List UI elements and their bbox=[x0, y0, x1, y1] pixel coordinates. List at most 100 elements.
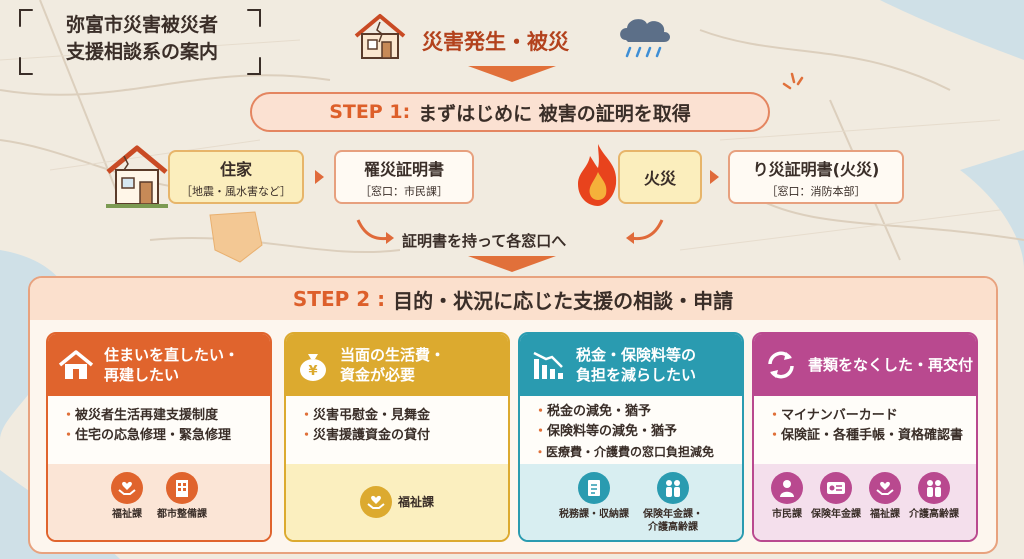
card-header: 税金・保険料等の 負担を減らしたい bbox=[520, 334, 742, 396]
category-card-tax-relief: 税金・保険料等の 負担を減らしたい 税金の減免・猶予 保険料等の減免・猶予 医療… bbox=[518, 332, 744, 542]
dept-label: 税務課・収納課 bbox=[559, 509, 629, 520]
support-list: 被災者生活再建支援制度 住宅の応急修理・緊急修理 bbox=[48, 396, 270, 446]
department-footer: 福祉課 都市整備課 bbox=[48, 464, 270, 540]
card-title-line2: 資金が必要 bbox=[340, 366, 416, 384]
fire-icon bbox=[578, 144, 617, 206]
dept-label: 保険年金課 bbox=[811, 509, 861, 520]
fire-label: 火災 bbox=[643, 169, 676, 188]
header-title: 災害発生・被災 bbox=[422, 30, 569, 54]
house-icon bbox=[106, 145, 168, 208]
step2-label: STEP 2 : bbox=[292, 287, 386, 311]
list-item: 被災者生活再建支援制度 bbox=[62, 406, 258, 426]
down-chevron-2 bbox=[468, 256, 556, 272]
step2-title-bar: STEP 2 : 目的・状況に応じた支援の相談・申請 bbox=[30, 278, 996, 320]
house-icon bbox=[58, 350, 94, 379]
dept-insurance-elderly: 保険年金課・ 介護高齢課 bbox=[643, 472, 703, 534]
dept-urban: 都市整備課 bbox=[157, 472, 207, 521]
card-title: 書類をなくした・再交付 bbox=[808, 355, 973, 375]
card-title-line2: 負担を減らしたい bbox=[576, 366, 697, 384]
rain-cloud-icon bbox=[620, 19, 670, 58]
dept-tax: 税務課・収納課 bbox=[559, 472, 629, 521]
fire-box: 火災 bbox=[618, 150, 702, 204]
carry-certificate-text: 証明書を持って各窓口へ bbox=[402, 232, 567, 250]
arrow-right-1 bbox=[315, 170, 324, 184]
department-footer: 税務課・収納課 保険年金課・ 介護高齢課 bbox=[520, 464, 742, 540]
list-item: 税金の減免・猶予 bbox=[534, 402, 730, 422]
card-header: ¥ 当面の生活費・ 資金が必要 bbox=[286, 334, 508, 396]
arrow-right-2 bbox=[710, 170, 719, 184]
card-title: 税金・保険料等の 負担を減らしたい bbox=[576, 345, 696, 385]
title-line1: 弥富市災害被災者 bbox=[65, 14, 218, 36]
list-item: 保険証・各種手帳・資格確認書 bbox=[768, 426, 964, 446]
sparkle-icon bbox=[782, 72, 804, 90]
house-label: 住家 bbox=[219, 159, 252, 179]
department-footer: 福祉課 bbox=[286, 464, 508, 540]
list-item: マイナンバーカード bbox=[768, 406, 964, 426]
house-cert-box: 罹災証明書 ［窓口：市民課］ bbox=[334, 150, 474, 204]
support-list: 災害弔慰金・見舞金 災害援護資金の貸付 bbox=[286, 396, 508, 446]
dept-label: 市民課 bbox=[772, 509, 802, 520]
dept-label: 福祉課 bbox=[112, 509, 142, 520]
card-title-line2: 再建したい bbox=[104, 366, 180, 384]
refresh-icon bbox=[768, 351, 794, 379]
step2-text: 目的・状況に応じた支援の相談・申請 bbox=[393, 288, 734, 313]
hands-heart-icon bbox=[111, 472, 143, 504]
card-title: 住まいを直したい・ 再建したい bbox=[104, 345, 239, 385]
title-line2: 支援相談系の案内 bbox=[65, 41, 218, 63]
fire-cert-label: り災証明書(火災) bbox=[752, 159, 880, 179]
fire-cert-sub: ［窓口：消防本部］ bbox=[766, 184, 866, 198]
department-footer: 市民課 保険年金課 福祉課 介護高齢課 bbox=[754, 464, 976, 540]
document-title: 弥富市災害被災者 支援相談系の案内 bbox=[22, 8, 262, 70]
dept-welfare: 福祉課 bbox=[869, 472, 901, 521]
dept-label: 福祉課 bbox=[397, 494, 434, 509]
card-title-line1: 税金・保険料等の bbox=[576, 346, 697, 364]
title-brush-frame bbox=[19, 9, 261, 75]
hands-heart-icon bbox=[869, 472, 901, 504]
house-damage-box: 住家 ［地震・風水害など］ bbox=[168, 150, 304, 204]
step1-label: STEP 1: bbox=[329, 101, 411, 123]
list-item: 災害援護資金の貸付 bbox=[300, 426, 496, 446]
list-item: 保険料等の減免・猶予 bbox=[534, 422, 730, 442]
dept-label: 都市整備課 bbox=[157, 509, 207, 520]
down-chevron-1 bbox=[468, 66, 556, 82]
house-sub: ［地震・風水害など］ bbox=[181, 184, 291, 198]
money-bag-icon: ¥ bbox=[300, 354, 326, 381]
step1-text: まずはじめに 被害の証明を取得 bbox=[418, 102, 691, 125]
dept-citizen: 市民課 bbox=[771, 472, 803, 521]
dept-welfare: 福祉課 bbox=[111, 472, 143, 521]
dept-label: 福祉課 bbox=[870, 509, 900, 520]
house-cert-label: 罹災証明書 bbox=[363, 159, 444, 179]
list-item: 医療費・介護費の窓口負担減免 bbox=[534, 442, 730, 462]
damaged-house-icon bbox=[354, 14, 406, 59]
dept-welfare: 福祉課 bbox=[359, 486, 434, 518]
category-card-living-funds: ¥ 当面の生活費・ 資金が必要 災害弔慰金・見舞金 災害援護資金の貸付 福祉課 bbox=[284, 332, 510, 542]
support-list: マイナンバーカード 保険証・各種手帳・資格確認書 bbox=[754, 396, 976, 446]
card-header: 書類をなくした・再交付 bbox=[754, 334, 976, 396]
step1-bar: STEP 1: まずはじめに 被害の証明を取得 bbox=[250, 92, 770, 132]
highlighted-area bbox=[209, 211, 263, 263]
list-item: 災害弔慰金・見舞金 bbox=[300, 406, 496, 426]
svg-text:¥: ¥ bbox=[308, 364, 317, 379]
dept-label: 保険年金課・ 介護高齢課 bbox=[643, 509, 703, 533]
tax-document-icon bbox=[578, 472, 610, 504]
card-title: 当面の生活費・ 資金が必要 bbox=[340, 345, 445, 385]
people-icon bbox=[918, 472, 950, 504]
id-card-icon bbox=[820, 472, 852, 504]
dept-elderly: 介護高齢課 bbox=[909, 472, 959, 521]
house-cert-sub: ［窓口：市民課］ bbox=[360, 184, 448, 198]
category-card-reissue: 書類をなくした・再交付 マイナンバーカード 保険証・各種手帳・資格確認書 市民課… bbox=[752, 332, 978, 542]
card-title-line1: 書類をなくした・再交付 bbox=[808, 356, 974, 374]
hands-heart-icon bbox=[359, 486, 392, 518]
fire-cert-box: り災証明書(火災) ［窓口：消防本部］ bbox=[728, 150, 904, 204]
card-header: 住まいを直したい・ 再建したい bbox=[48, 334, 270, 396]
person-icon bbox=[771, 472, 803, 504]
dept-insurance: 保険年金課 bbox=[811, 472, 861, 521]
list-item: 住宅の応急修理・緊急修理 bbox=[62, 426, 258, 446]
support-list: 税金の減免・猶予 保険料等の減免・猶予 医療費・介護費の窓口負担減免 bbox=[520, 396, 742, 462]
card-title-line1: 当面の生活費・ bbox=[340, 346, 446, 364]
category-card-housing: 住まいを直したい・ 再建したい 被災者生活再建支援制度 住宅の応急修理・緊急修理… bbox=[46, 332, 272, 542]
curved-arrow-right bbox=[626, 219, 664, 244]
building-icon bbox=[166, 472, 198, 504]
card-title-line1: 住まいを直したい・ bbox=[104, 346, 240, 364]
dept-label: 介護高齢課 bbox=[909, 509, 959, 520]
